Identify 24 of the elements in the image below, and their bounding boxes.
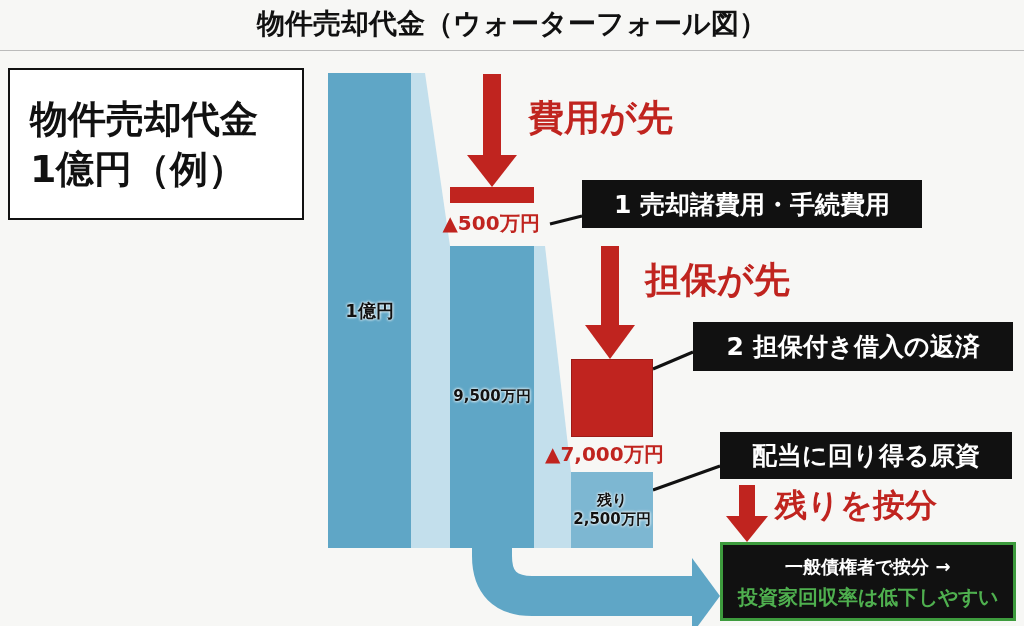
leader-line [549, 214, 583, 226]
waterfall-bar: 1億円 [328, 73, 411, 548]
result-box [720, 542, 1016, 621]
callout-box: 配当に回り得る原資 [720, 432, 1012, 479]
callout-box: 2 担保付き借入の返済 [693, 322, 1013, 371]
callout-box: 1 売却諸費用・手続費用 [582, 180, 922, 228]
waterfall-bar: 残り 2,500万円 [571, 472, 653, 548]
edge-label: 残りを按分 [775, 485, 937, 526]
result-text: 一般債権者で按分 → [785, 554, 951, 579]
leader-line [652, 464, 721, 492]
deduction-amount: ▲500万円 [432, 210, 550, 236]
down-arrow [467, 74, 517, 187]
result-note: 投資家回収率は低下しやすい [738, 583, 998, 611]
amount-box: 物件売却代金 1億円（例） [8, 68, 304, 220]
deduction-block [571, 359, 653, 437]
edge-label: 担保が先 [645, 258, 790, 302]
waterfall-bar: 9,500万円 [450, 246, 534, 548]
page-title: 物件売却代金（ウォーターフォール図） [255, 6, 768, 42]
deduction-amount: ▲7,000万円 [545, 441, 664, 468]
cost-bar [450, 187, 534, 203]
flow-arrow [726, 485, 768, 542]
down-arrow [585, 246, 635, 359]
leader-line [652, 350, 694, 371]
edge-label: 費用が先 [528, 96, 673, 140]
